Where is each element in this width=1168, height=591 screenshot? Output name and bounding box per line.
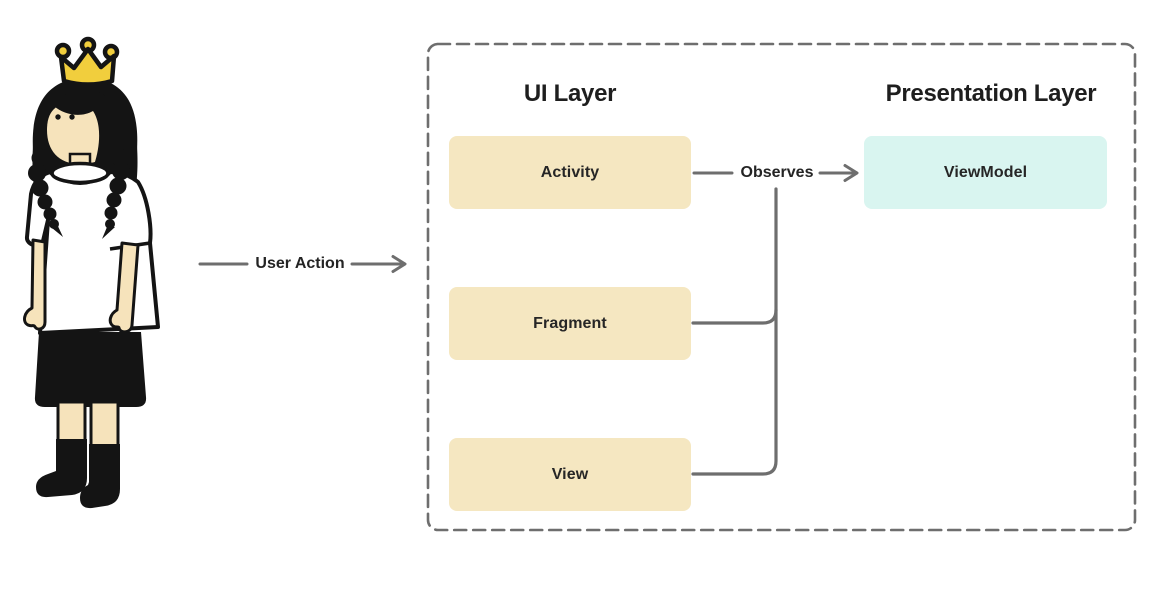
collar bbox=[50, 161, 110, 185]
activity-box: Activity bbox=[449, 136, 691, 209]
viewmodel-box-label: ViewModel bbox=[943, 163, 1028, 181]
collar-inner-line bbox=[55, 176, 105, 185]
fragment-observes-connector bbox=[691, 308, 778, 325]
left-braid bbox=[28, 149, 63, 237]
observes-label: Observes bbox=[740, 164, 814, 181]
user-action-label: User Action bbox=[255, 255, 345, 272]
fragment-box-label: Fragment bbox=[533, 314, 607, 332]
right-braid bbox=[102, 147, 130, 239]
crown-icon bbox=[54, 36, 120, 87]
viewmodel-box: ViewModel bbox=[864, 136, 1107, 209]
view-observes-connector bbox=[691, 187, 778, 476]
right-boot bbox=[80, 444, 120, 509]
left-arm bbox=[23, 238, 47, 331]
right-arm bbox=[108, 241, 140, 334]
ui-layer-title: UI Layer bbox=[523, 80, 617, 107]
skirt bbox=[34, 332, 147, 407]
left-leg bbox=[56, 400, 87, 448]
bangs bbox=[54, 89, 118, 170]
view-box-label: View bbox=[551, 465, 589, 483]
architecture-boundary-box bbox=[426, 42, 1137, 532]
view-box: View bbox=[449, 438, 691, 511]
observes-arrow bbox=[692, 164, 859, 182]
left-boot bbox=[36, 439, 87, 498]
left-eye bbox=[55, 114, 61, 120]
user-action-arrow bbox=[198, 255, 407, 273]
fragment-box: Fragment bbox=[449, 287, 691, 360]
right-eye bbox=[69, 114, 75, 120]
presentation-layer-title: Presentation Layer bbox=[885, 80, 1097, 107]
activity-box-label: Activity bbox=[540, 163, 600, 181]
princess-girl-illustration bbox=[23, 36, 160, 509]
